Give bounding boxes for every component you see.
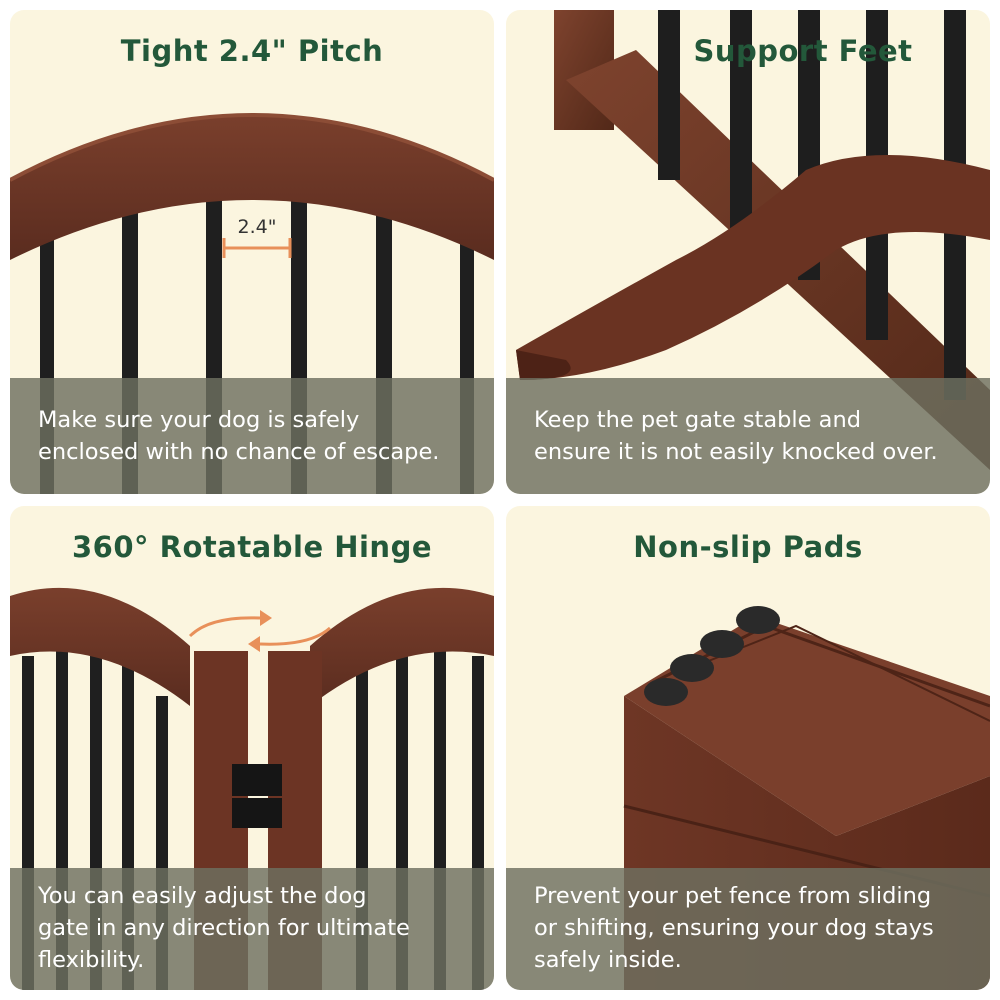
panel-title: Non-slip Pads xyxy=(633,530,863,564)
panel-caption: Keep the pet gate stable and ensure it i… xyxy=(506,378,990,494)
caption-line: or shifting, ensuring your dog stays xyxy=(534,915,934,941)
caption-line: safely inside. xyxy=(534,947,682,973)
panel-title: 360° Rotatable Hinge xyxy=(72,530,432,564)
panel-caption: Prevent your pet fence from sliding or s… xyxy=(506,868,990,990)
panel-caption: Make sure your dog is safely enclosed wi… xyxy=(10,378,494,494)
panel-caption: You can easily adjust the dog gate in an… xyxy=(10,868,494,990)
caption-line: ensure it is not easily knocked over. xyxy=(534,439,938,465)
caption-line: enclosed with no chance of escape. xyxy=(38,439,440,465)
panel-title: Support Feet xyxy=(693,34,913,68)
caption-line: gate in any direction for ultimate xyxy=(38,915,410,941)
pitch-dimension-label: 2.4" xyxy=(237,216,277,238)
caption-line: Make sure your dog is safely xyxy=(38,407,360,433)
panel-rotatable-hinge: 360° Rotatable Hinge You can easily adju… xyxy=(10,506,494,990)
panel-support-feet: Support Feet Keep the pet gate stable an… xyxy=(506,10,990,494)
panel-title: Tight 2.4" Pitch xyxy=(120,34,384,68)
caption-line: You can easily adjust the dog xyxy=(38,883,367,909)
support-feet-illustration xyxy=(516,10,990,470)
panel-non-slip-pads: Non-slip Pads Prevent your pet fence fro… xyxy=(506,506,990,990)
caption-line: Prevent your pet fence from sliding xyxy=(534,883,932,909)
panel-tight-pitch: Tight 2.4" Pitch 2.4" Make sure your dog… xyxy=(10,10,494,494)
caption-line: Keep the pet gate stable and xyxy=(534,407,862,433)
caption-line: flexibility. xyxy=(38,947,145,973)
